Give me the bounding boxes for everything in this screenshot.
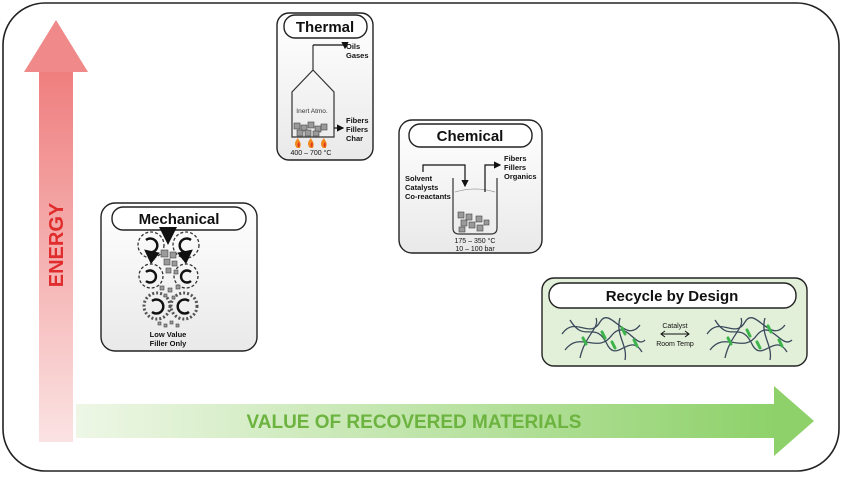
value-axis-label: VALUE OF RECOVERED MATERIALS (247, 412, 582, 433)
thermal-solid-line2: Fillers (346, 125, 368, 134)
dynamic-bond-icon-right (726, 324, 784, 350)
design-condition-line2: Room Temp (656, 341, 694, 348)
chemical-input-line3: Co-reactants (405, 192, 451, 201)
mechanical-title: Mechanical (139, 211, 220, 228)
thermal-solid-line1: Fibers (346, 116, 369, 125)
thermal-gas-line1: Oils (346, 42, 360, 51)
polymer-network-icon-right (706, 317, 793, 361)
thermal-title: Thermal (296, 19, 354, 36)
chemical-input-line1: Solvent (405, 174, 433, 183)
thermal-solid-line3: Char (346, 134, 363, 143)
dynamic-bond-icon (581, 326, 639, 350)
mechanical-panel: Mechanical (100, 202, 258, 352)
energy-arrow (24, 20, 88, 442)
thermal-panel: Thermal Oils Gases Inert Atmo. Fibers Fi… (276, 12, 374, 161)
design-title: Recycle by Design (606, 288, 739, 305)
thermal-gas-line2: Gases (346, 51, 369, 60)
polymer-network-icon (561, 317, 646, 361)
chemical-input-line2: Catalysts (405, 183, 438, 192)
chemical-output-line1: Fibers (504, 154, 527, 163)
flame-icon (295, 138, 327, 148)
equilibrium-arrow-icon (660, 330, 690, 338)
debris-icon (157, 249, 181, 328)
thermal-temperature: 400 – 700 °C (291, 149, 332, 157)
chemical-output-line2: Fillers (504, 163, 526, 172)
design-condition-line1: Catalyst (662, 323, 687, 330)
chemical-title: Chemical (437, 128, 504, 145)
chemical-pressure: 10 – 100 bar (455, 246, 495, 253)
mechanical-output-line1: Low Value (150, 330, 187, 339)
value-arrow (76, 386, 814, 456)
flask-icon (291, 45, 335, 138)
chemical-temperature: 175 – 350 °C (455, 237, 496, 245)
chemical-output-line3: Organics (504, 172, 537, 181)
reactor-vessel-icon (452, 178, 498, 235)
chemical-panel: Chemical Solvent Catalysts Co-reactants … (398, 119, 543, 254)
thermal-inner-label: Inert Atmo. (296, 108, 328, 115)
design-panel: Recycle by Design Catalyst Room Temp (541, 277, 808, 367)
energy-axis-label: ENERGY (46, 202, 68, 287)
mechanical-output-line2: Filler Only (150, 339, 188, 348)
